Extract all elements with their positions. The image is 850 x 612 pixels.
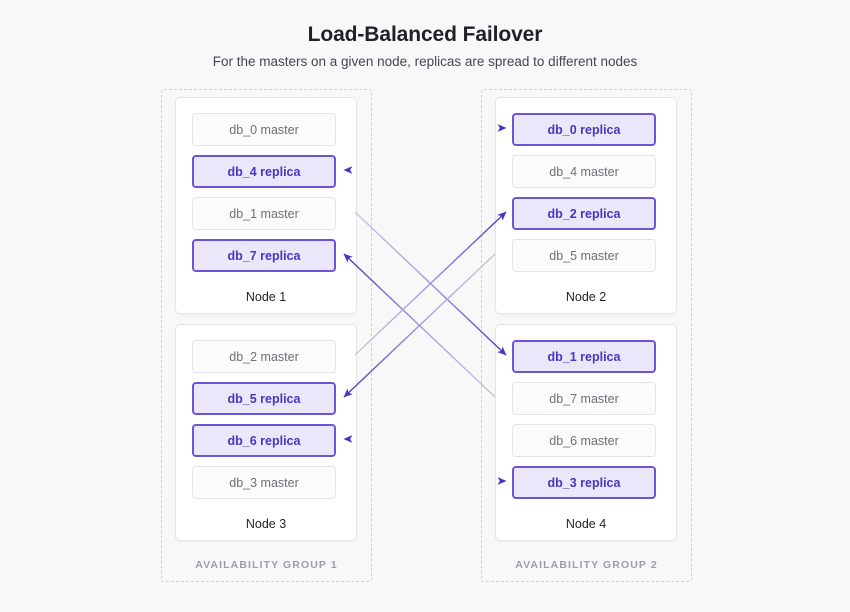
db-box-node2-2[interactable]: db_2 replica [512,197,656,230]
db-box-label: db_6 master [549,433,619,448]
db-box-label: db_7 replica [227,248,301,263]
node-label-node4: Node 4 [565,517,607,531]
db-box-node4-3[interactable]: db_3 replica [512,466,656,499]
db-box-label: db_5 replica [227,391,301,406]
db-box-label: db_4 replica [227,164,301,179]
db-box-node2-1[interactable]: db_4 master [512,155,656,188]
node-label-node1: Node 1 [245,290,287,304]
db-box-node1-3[interactable]: db_7 replica [192,239,336,272]
db-box-label: db_3 replica [547,475,621,490]
db-box-node1-1[interactable]: db_4 replica [192,155,336,188]
db-box-node1-2[interactable]: db_1 master [192,197,336,230]
node-label-node2: Node 2 [565,290,607,304]
db-box-label: db_6 replica [227,433,301,448]
db-box-node2-3[interactable]: db_5 master [512,239,656,272]
db-box-node1-0[interactable]: db_0 master [192,113,336,146]
db-box-label: db_0 master [229,122,299,137]
db-box-label: db_1 master [229,206,299,221]
page-subtitle: For the masters on a given node, replica… [212,54,638,69]
db-box-node4-1[interactable]: db_7 master [512,382,656,415]
db-box-label: db_0 replica [547,122,621,137]
node-card-node4: db_1 replica db_7 master db_6 master db_… [495,324,677,541]
node-card-node2: db_0 replica db_4 master db_2 replica db… [495,97,677,314]
node-card-node3: db_2 master db_5 replica db_6 replica db… [175,324,357,541]
db-box-node3-0[interactable]: db_2 master [192,340,336,373]
db-box-label: db_4 master [549,164,619,179]
db-box-node2-0[interactable]: db_0 replica [512,113,656,146]
page-title: Load-Balanced Failover [307,23,543,46]
db-box-node4-2[interactable]: db_6 master [512,424,656,457]
db-box-label: db_1 replica [547,349,621,364]
db-box-label: db_7 master [549,391,619,406]
db-box-label: db_2 replica [547,206,621,221]
db-box-node4-0[interactable]: db_1 replica [512,340,656,373]
node-label-node3: Node 3 [245,517,287,531]
db-box-node3-1[interactable]: db_5 replica [192,382,336,415]
node-card-node1: db_0 master db_4 replica db_1 master db_… [175,97,357,314]
availability-group-2-label: AVAILABILITY GROUP 2 [515,559,658,571]
db-box-label: db_3 master [229,475,299,490]
db-box-node3-3[interactable]: db_3 master [192,466,336,499]
availability-group-1-label: AVAILABILITY GROUP 1 [195,559,338,571]
db-box-label: db_2 master [229,349,299,364]
db-box-label: db_5 master [549,248,619,263]
db-box-node3-2[interactable]: db_6 replica [192,424,336,457]
